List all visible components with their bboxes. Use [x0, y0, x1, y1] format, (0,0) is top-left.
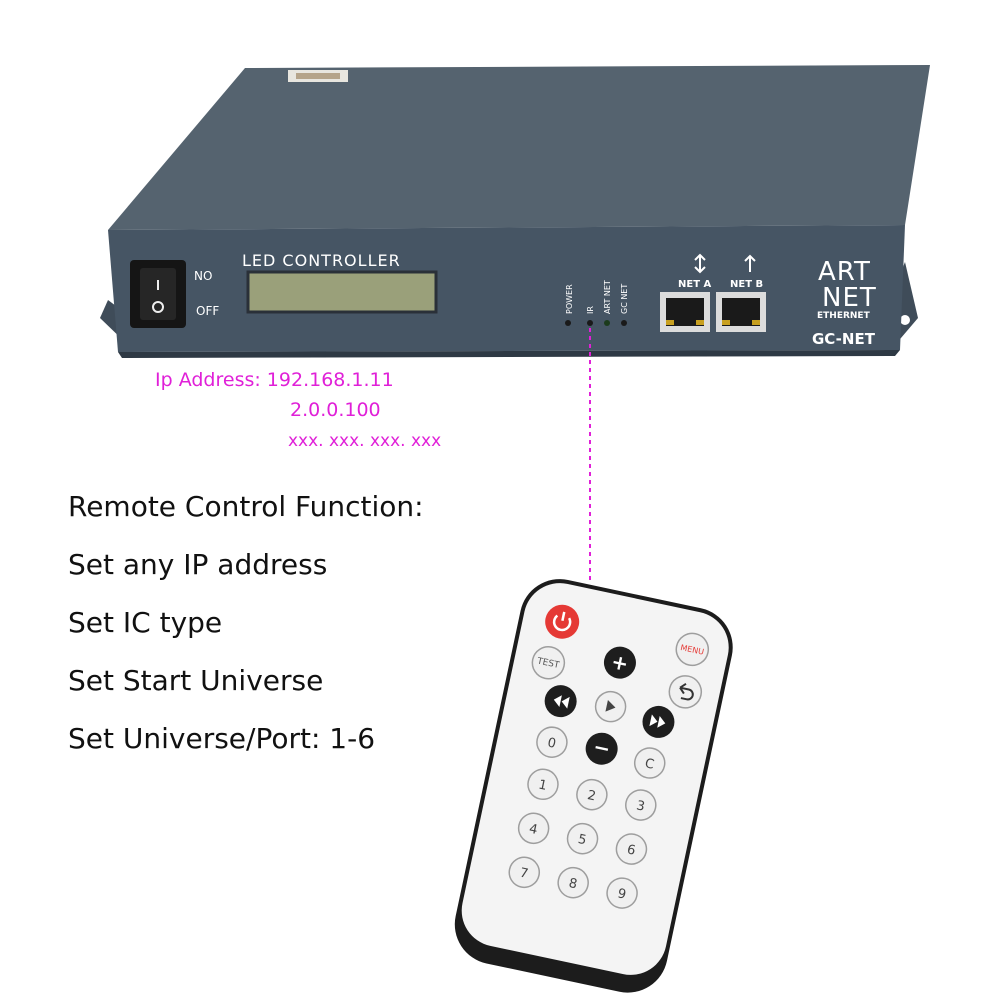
logo-line1: ART — [818, 257, 871, 287]
indicator-artnet-label: ART NET — [603, 280, 612, 314]
plus-label: + — [609, 649, 630, 676]
clear-label: C — [643, 756, 655, 773]
port-a-label: NET A — [678, 279, 712, 290]
remote-zero-button[interactable]: 0 — [534, 724, 570, 760]
switch-off-label: OFF — [196, 304, 219, 318]
zero-label: 0 — [546, 735, 557, 751]
digit-label: 4 — [528, 822, 539, 838]
power-switch[interactable] — [130, 260, 186, 328]
feature-item-universe-port: Set Universe/Port: 1-6 — [68, 722, 376, 755]
switch-on-label: NO — [194, 269, 212, 283]
remote-clear-button[interactable]: C — [632, 745, 668, 781]
logo-line3: ETHERNET — [817, 311, 871, 321]
remote-digit-2[interactable]: 2 — [574, 777, 610, 813]
remote-digit-8[interactable]: 8 — [555, 865, 591, 901]
digit-label: 1 — [537, 778, 548, 794]
digit-label: 5 — [577, 832, 588, 848]
indicator-power-label: POWER — [565, 284, 574, 314]
remote-digit-3[interactable]: 3 — [623, 787, 659, 823]
fast-forward-icon — [649, 714, 666, 728]
ip-address-line2: 2.0.0.100 — [290, 399, 381, 421]
indicator-group: POWER IR ART NET GC NET — [565, 280, 629, 326]
digit-label: 6 — [626, 842, 637, 858]
logo-line2: NET — [822, 283, 877, 313]
feature-heading: Remote Control Function: — [68, 490, 424, 523]
front-title: LED CONTROLLER — [242, 251, 401, 270]
remote-rewind-button[interactable] — [542, 682, 580, 720]
remote-digit-1[interactable]: 1 — [525, 766, 561, 802]
port-b[interactable]: NET B — [716, 254, 766, 332]
rewind-icon — [553, 695, 570, 709]
power-icon — [552, 611, 572, 632]
remote-digit-7[interactable]: 7 — [506, 855, 542, 891]
remote-plus-button[interactable]: + — [601, 644, 639, 682]
back-icon — [679, 682, 694, 701]
feature-item-ip: Set any IP address — [68, 548, 328, 581]
indicator-ir-label: IR — [586, 306, 595, 314]
remote-digit-9[interactable]: 9 — [604, 875, 640, 911]
led-controller-device: NO OFF LED CONTROLLER POWER IR ART NET G… — [100, 65, 930, 358]
digit-label: 3 — [635, 798, 646, 814]
indicator-gcnet-label: GC NET — [620, 284, 629, 314]
digit-label: 8 — [567, 876, 578, 892]
remote-menu-button[interactable]: MENU — [673, 630, 711, 668]
remote-digit-4[interactable]: 4 — [516, 811, 552, 847]
test-label: TEST — [535, 656, 560, 671]
minus-label: − — [591, 734, 612, 761]
feature-item-start-universe: Set Start Universe — [68, 664, 324, 697]
digit-label: 2 — [586, 788, 597, 804]
port-b-label: NET B — [730, 279, 763, 290]
play-icon — [605, 699, 616, 712]
remote-back-button[interactable] — [666, 673, 704, 711]
ip-address-line1: Ip Address: 192.168.1.11 — [155, 369, 394, 391]
ip-address-line3: xxx. xxx. xxx. xxx — [288, 431, 442, 451]
digit-label: 9 — [616, 886, 627, 902]
remote-forward-button[interactable] — [639, 703, 677, 741]
device-top-face — [108, 65, 930, 230]
model-label: GC-NET — [812, 330, 876, 348]
artnet-logo: ART NET ETHERNET — [817, 257, 877, 321]
remote-test-button[interactable]: TEST — [529, 644, 567, 682]
remote-minus-button[interactable]: − — [583, 730, 621, 768]
remote-power-button[interactable] — [542, 602, 582, 642]
feature-item-ic-type: Set IC type — [68, 606, 223, 639]
lcd-screen — [246, 270, 438, 314]
remote-play-button[interactable] — [593, 689, 629, 725]
port-a[interactable]: NET A — [660, 253, 712, 332]
digit-label: 7 — [518, 866, 529, 882]
remote-digit-6[interactable]: 6 — [614, 831, 650, 867]
remote-digit-5[interactable]: 5 — [565, 821, 601, 857]
